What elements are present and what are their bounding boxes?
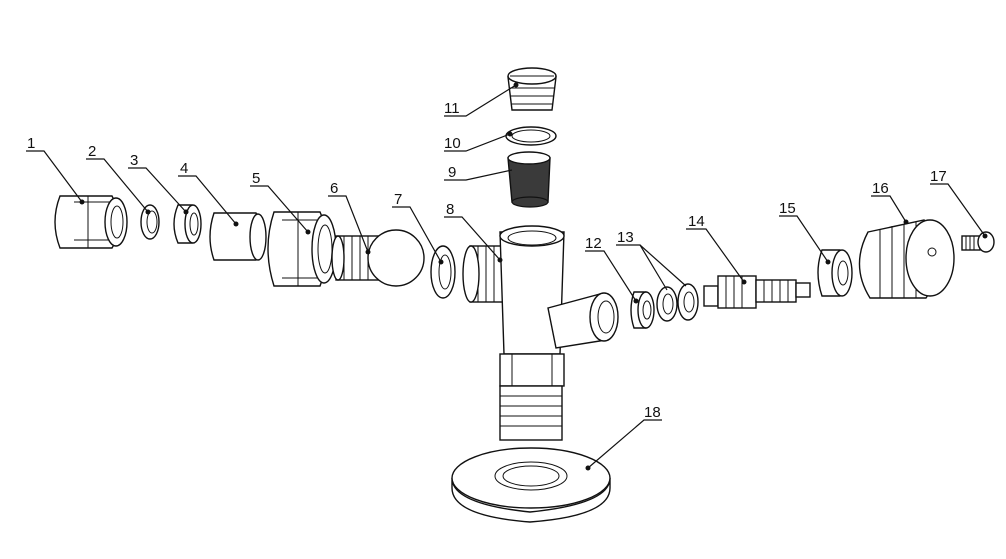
- label-part-4: 4: [180, 160, 188, 177]
- part-17-screw: [961, 231, 995, 253]
- label-part-9: 9: [448, 164, 456, 181]
- part-11-top-cap: [507, 67, 557, 111]
- part-10-o-ring: [505, 126, 557, 146]
- part-15-nut: [817, 249, 853, 297]
- part-3-ring: [173, 204, 202, 244]
- part-8-valve-body: [462, 225, 619, 441]
- label-part-7: 7: [394, 191, 402, 208]
- label-part-6: 6: [330, 180, 338, 197]
- part-6-ball-joint: [331, 229, 425, 287]
- part-labels: 1 2 3 4 5 6 7 8 9 10 11 12 13 14 15 16 1…: [27, 100, 947, 421]
- part-18-escutcheon: [451, 447, 611, 523]
- label-part-18: 18: [644, 404, 661, 421]
- part-13-o-rings: [656, 283, 699, 322]
- part-9-mesh-filter: [507, 151, 551, 208]
- part-16-handle: [858, 219, 955, 299]
- leader-lines: [26, 84, 986, 469]
- label-part-2: 2: [88, 143, 96, 160]
- label-part-8: 8: [446, 201, 454, 218]
- part-7-washer: [430, 245, 456, 299]
- part-4-sleeve: [209, 212, 267, 261]
- part-5-large-nut: [267, 211, 337, 287]
- label-part-17: 17: [930, 168, 947, 185]
- label-part-1: 1: [27, 135, 35, 152]
- label-part-5: 5: [252, 170, 260, 187]
- label-part-13: 13: [617, 229, 634, 246]
- part-12-washer: [630, 291, 655, 329]
- label-part-11: 11: [444, 100, 460, 117]
- part-1-hex-nut: [54, 195, 128, 249]
- label-part-10: 10: [444, 135, 461, 152]
- part-14-spindle: [703, 275, 811, 309]
- label-part-14: 14: [688, 213, 705, 230]
- label-part-15: 15: [779, 200, 796, 217]
- label-part-3: 3: [130, 152, 138, 169]
- part-2-ring: [140, 204, 160, 240]
- label-part-16: 16: [872, 180, 889, 197]
- label-part-12: 12: [585, 235, 602, 252]
